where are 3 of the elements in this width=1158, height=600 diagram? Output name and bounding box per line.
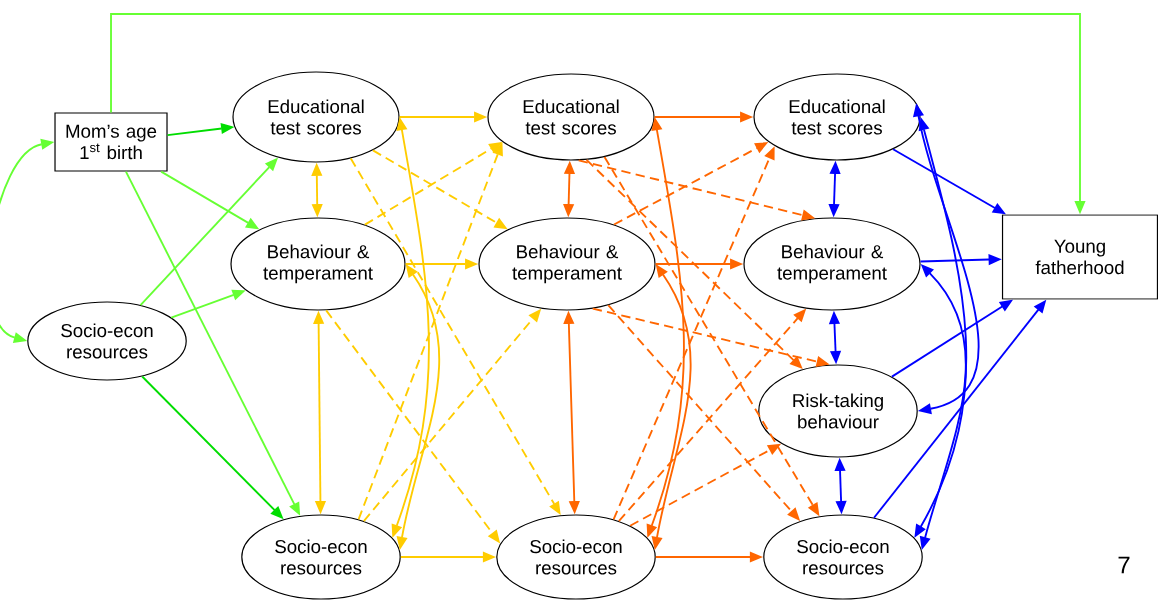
variable-box: Mom’s age 1$^{st}$ birth <box>54 112 168 172</box>
page-number: 7 <box>1118 556 1130 574</box>
variable-box: Young fatherhood <box>1001 214 1158 300</box>
